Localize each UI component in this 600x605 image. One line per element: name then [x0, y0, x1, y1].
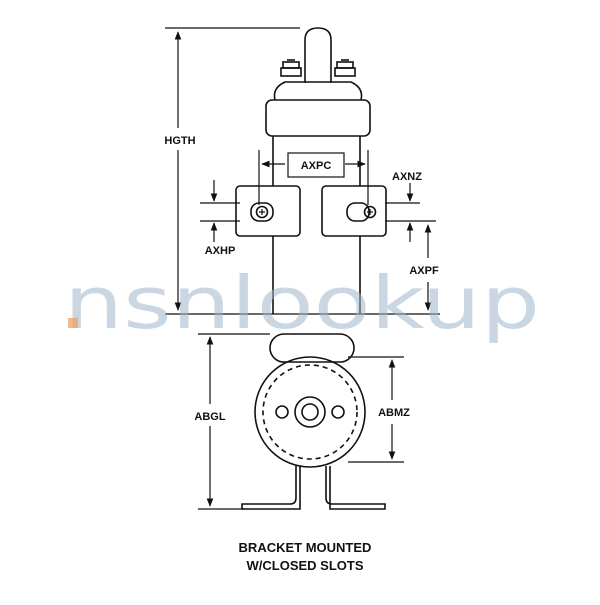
- solenoid-cap: [265, 99, 371, 137]
- abmz-label: ABMZ: [378, 407, 410, 419]
- bottom-view-dimensions: [198, 333, 404, 510]
- axpc-label-box: [287, 152, 345, 178]
- end-view-dashed-ring: [262, 364, 358, 460]
- left-slot: [250, 202, 274, 222]
- watermark-orange-dot: [68, 318, 78, 328]
- top-terminal-knob: [304, 27, 332, 83]
- watermark: nsnlookup: [64, 261, 540, 345]
- watermark-text: nsnlookup: [64, 261, 540, 345]
- abgl-label: ABGL: [194, 411, 225, 423]
- end-view-outer-ring: [254, 356, 366, 468]
- axpc-label: AXPC: [301, 160, 332, 172]
- hgth-label: HGTH: [164, 135, 195, 147]
- axhp-label: AXHP: [205, 245, 236, 257]
- top-view-dimensions: [165, 27, 440, 315]
- end-view-hub-outer: [294, 396, 326, 428]
- end-view-right-stud: [331, 405, 345, 419]
- end-view-cap: [269, 333, 355, 363]
- caption-line-1: BRACKET MOUNTED: [239, 540, 372, 555]
- end-view-left-stud: [275, 405, 289, 419]
- right-foot-bracket: [325, 466, 386, 510]
- caption-line-2: W/CLOSED SLOTS: [247, 558, 364, 573]
- solenoid-side-view: [235, 27, 387, 314]
- axpf-label: AXPF: [409, 265, 439, 277]
- right-terminal-nut-upper: [336, 61, 354, 69]
- solenoid-end-view: [241, 333, 386, 510]
- left-terminal-nut-lower: [280, 67, 302, 77]
- solenoid-cap-shoulder: [273, 81, 363, 101]
- left-foot-bracket: [241, 466, 301, 510]
- left-terminal-nut-upper: [282, 61, 300, 69]
- right-mounting-bracket: [321, 185, 387, 237]
- right-terminal-nut-lower: [334, 67, 356, 77]
- end-view-hub-inner: [301, 403, 319, 421]
- axnz-label: AXNZ: [392, 171, 422, 183]
